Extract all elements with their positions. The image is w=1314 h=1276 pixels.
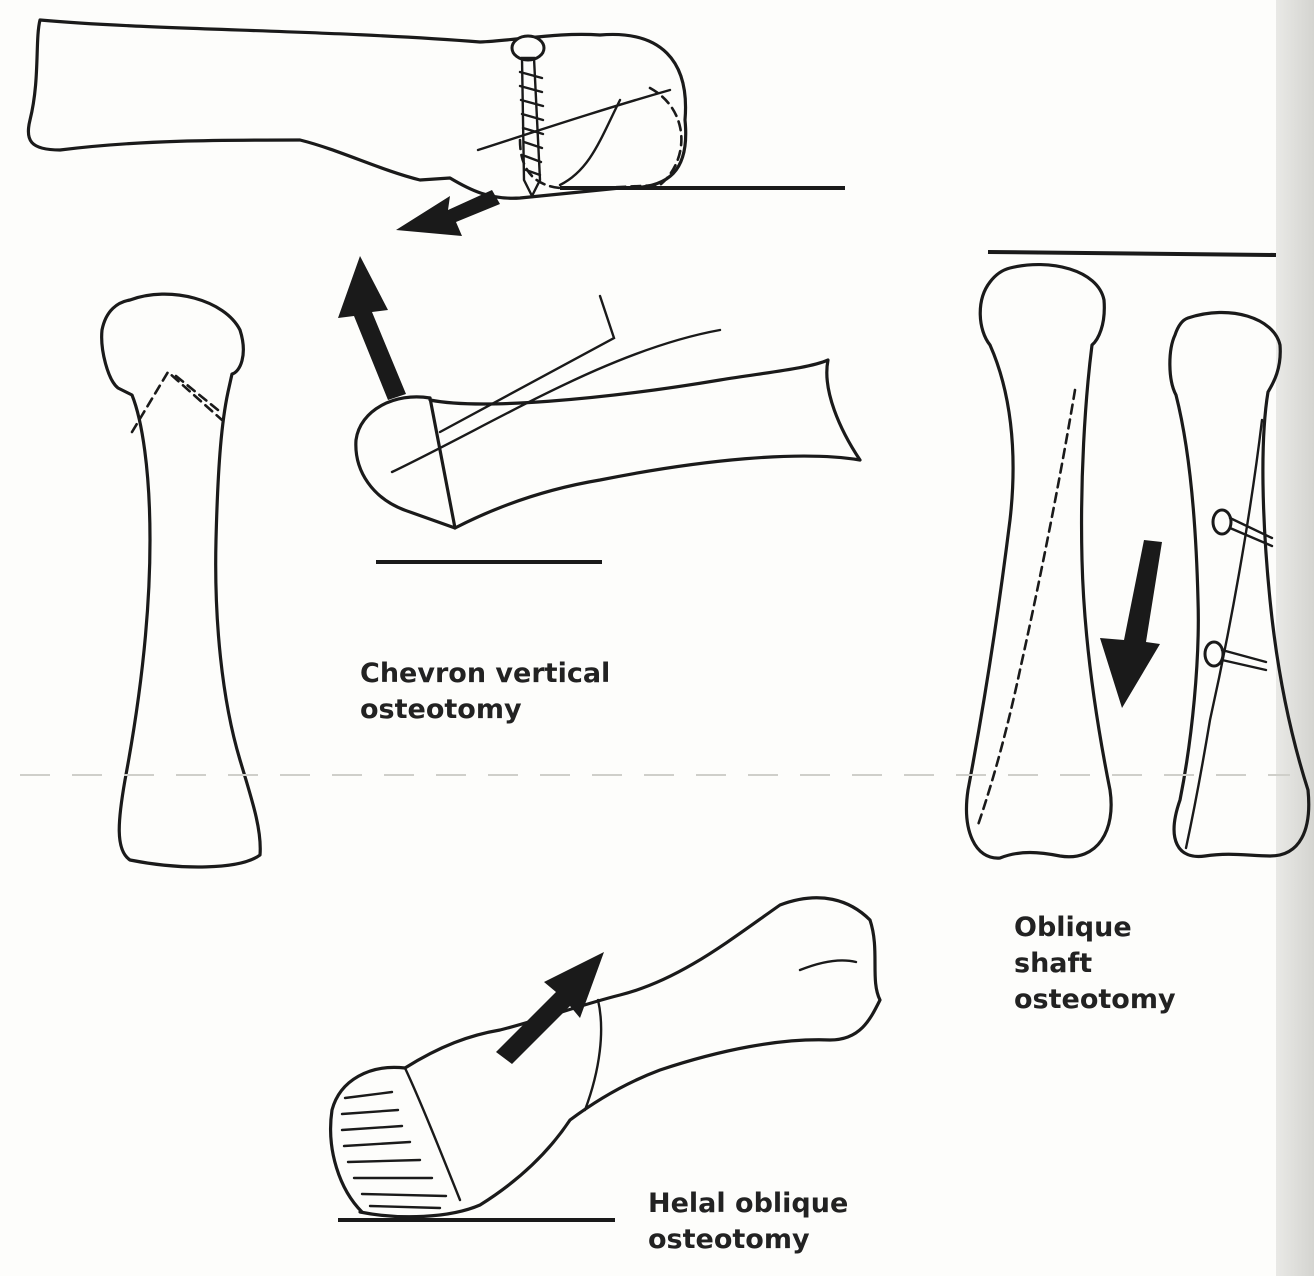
helal-label-line-1: Helal oblique	[648, 1186, 848, 1222]
oblique-down-arrow-icon	[1100, 540, 1162, 708]
helal-metatarsal-drawing	[331, 898, 880, 1220]
oblique-shaft-label-line-3: osteotomy	[1014, 982, 1176, 1018]
center-head-outline	[356, 397, 455, 528]
center-metatarsal-drawing	[338, 256, 860, 562]
oblique-shaft-label-line-1: Oblique	[1014, 910, 1176, 946]
center-metatarsal-outline	[430, 360, 860, 528]
oblique-before-outline	[967, 265, 1112, 859]
center-up-arrow-icon	[338, 256, 406, 400]
helal-diagonal-arrow-icon	[496, 952, 604, 1064]
oblique-before-cut-line	[978, 390, 1075, 825]
screw-icon-lower	[1205, 642, 1266, 670]
oblique-shaft-label-line-2: shaft	[1014, 946, 1176, 982]
top-shift-arrow-icon	[396, 190, 500, 236]
right-reference-line	[988, 252, 1276, 255]
chevron-cut-line	[132, 372, 222, 432]
helal-head-outline	[331, 1067, 405, 1212]
chevron-cut-line-inner	[176, 376, 218, 410]
chevron-metatarsal-drawing	[102, 294, 261, 867]
top-osteotomy-line	[478, 90, 670, 150]
helal-head-hatching	[342, 1092, 446, 1208]
center-angle-guide	[440, 296, 614, 432]
top-head-dashed-outline	[600, 88, 681, 188]
oblique-shaft-label: Oblique shaft osteotomy	[1014, 910, 1176, 1018]
top-metatarsal-outline	[28, 20, 685, 198]
top-metatarsal-drawing	[28, 20, 845, 236]
helal-label-line-2: osteotomy	[648, 1222, 848, 1258]
chevron-label-line-1: Chevron vertical	[360, 656, 610, 692]
helal-inner-curve	[405, 1068, 460, 1200]
chevron-label-line-2: osteotomy	[360, 692, 610, 728]
oblique-shaft-drawing	[967, 252, 1309, 858]
helal-head-crease	[800, 960, 856, 970]
helal-metatarsal-outline	[360, 898, 880, 1217]
helal-label: Helal oblique osteotomy	[648, 1186, 848, 1258]
chevron-label: Chevron vertical osteotomy	[360, 656, 610, 728]
top-capital-curve	[560, 100, 620, 185]
helal-cut-line	[585, 1000, 601, 1110]
